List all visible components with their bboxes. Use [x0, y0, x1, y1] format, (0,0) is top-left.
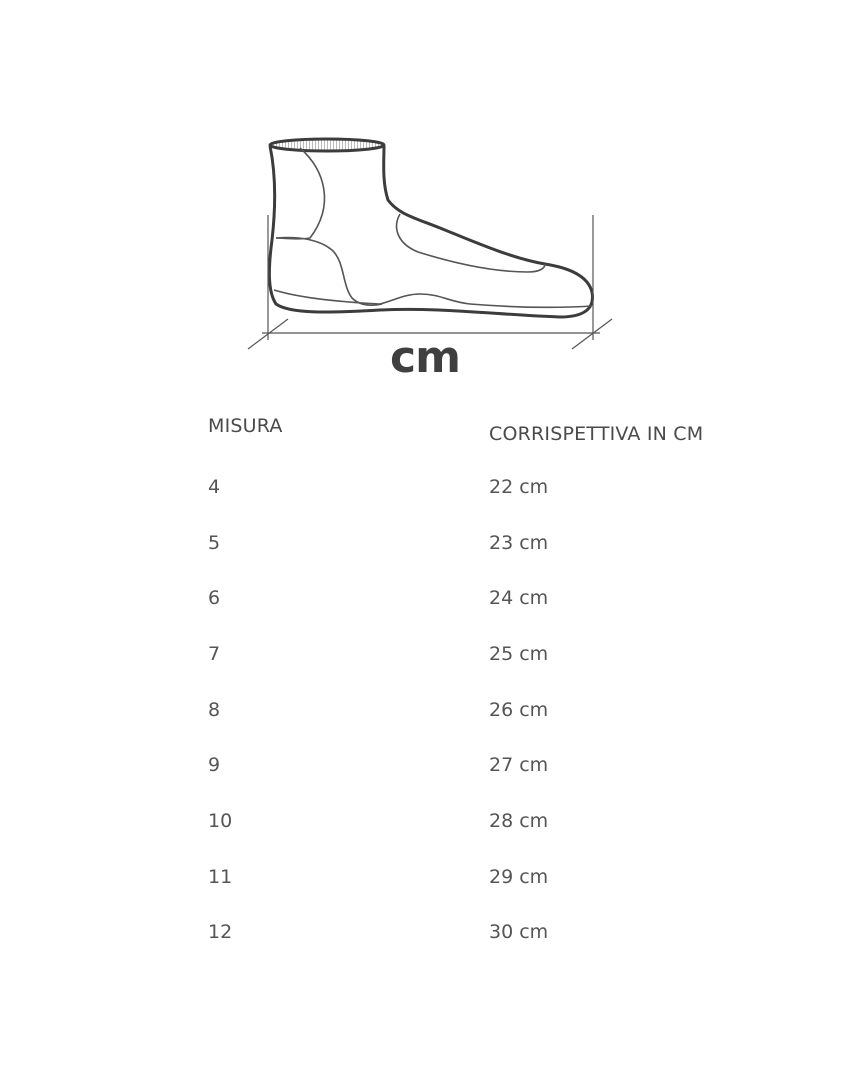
sock-outline: [267, 145, 595, 319]
heel-tick: [247, 318, 289, 350]
length-value: 22 cm: [489, 476, 549, 498]
toe-cap-line: [395, 213, 546, 273]
table-row: 11 29 cm: [0, 866, 865, 896]
foot-illustration: cm: [0, 0, 865, 400]
table-row: 12 30 cm: [0, 921, 865, 951]
size-value: 7: [208, 643, 221, 665]
table-row: 6 24 cm: [0, 587, 865, 617]
length-value: 26 cm: [489, 699, 549, 721]
table-row: 7 25 cm: [0, 643, 865, 673]
size-value: 8: [208, 699, 221, 721]
size-value: 9: [208, 754, 221, 776]
length-value: 29 cm: [489, 866, 549, 888]
table-row: 5 23 cm: [0, 532, 865, 562]
unit-label: cm: [390, 332, 461, 383]
length-value: 23 cm: [489, 532, 549, 554]
table-row: 4 22 cm: [0, 476, 865, 506]
size-value: 12: [208, 921, 233, 943]
sock-foot-drawing: [247, 137, 613, 350]
table-row: 8 26 cm: [0, 699, 865, 729]
size-value: 4: [208, 476, 221, 498]
heel-cup-line: [275, 236, 383, 306]
length-value: 27 cm: [489, 754, 549, 776]
sole-line: [273, 289, 593, 309]
heel-panel-line: [275, 147, 326, 240]
sock-opening: [268, 137, 386, 153]
size-value: 11: [208, 866, 233, 888]
length-value: 24 cm: [489, 587, 549, 609]
table-row: 9 27 cm: [0, 754, 865, 784]
length-value: 28 cm: [489, 810, 549, 832]
header-size: MISURA: [208, 415, 283, 437]
header-length-cm: CORRISPETTIVA IN CM: [489, 423, 704, 445]
size-value: 5: [208, 532, 221, 554]
table-row: 10 28 cm: [0, 810, 865, 840]
size-value: 6: [208, 587, 221, 609]
size-value: 10: [208, 810, 233, 832]
length-value: 25 cm: [489, 643, 549, 665]
length-value: 30 cm: [489, 921, 549, 943]
toe-tick: [571, 318, 613, 350]
